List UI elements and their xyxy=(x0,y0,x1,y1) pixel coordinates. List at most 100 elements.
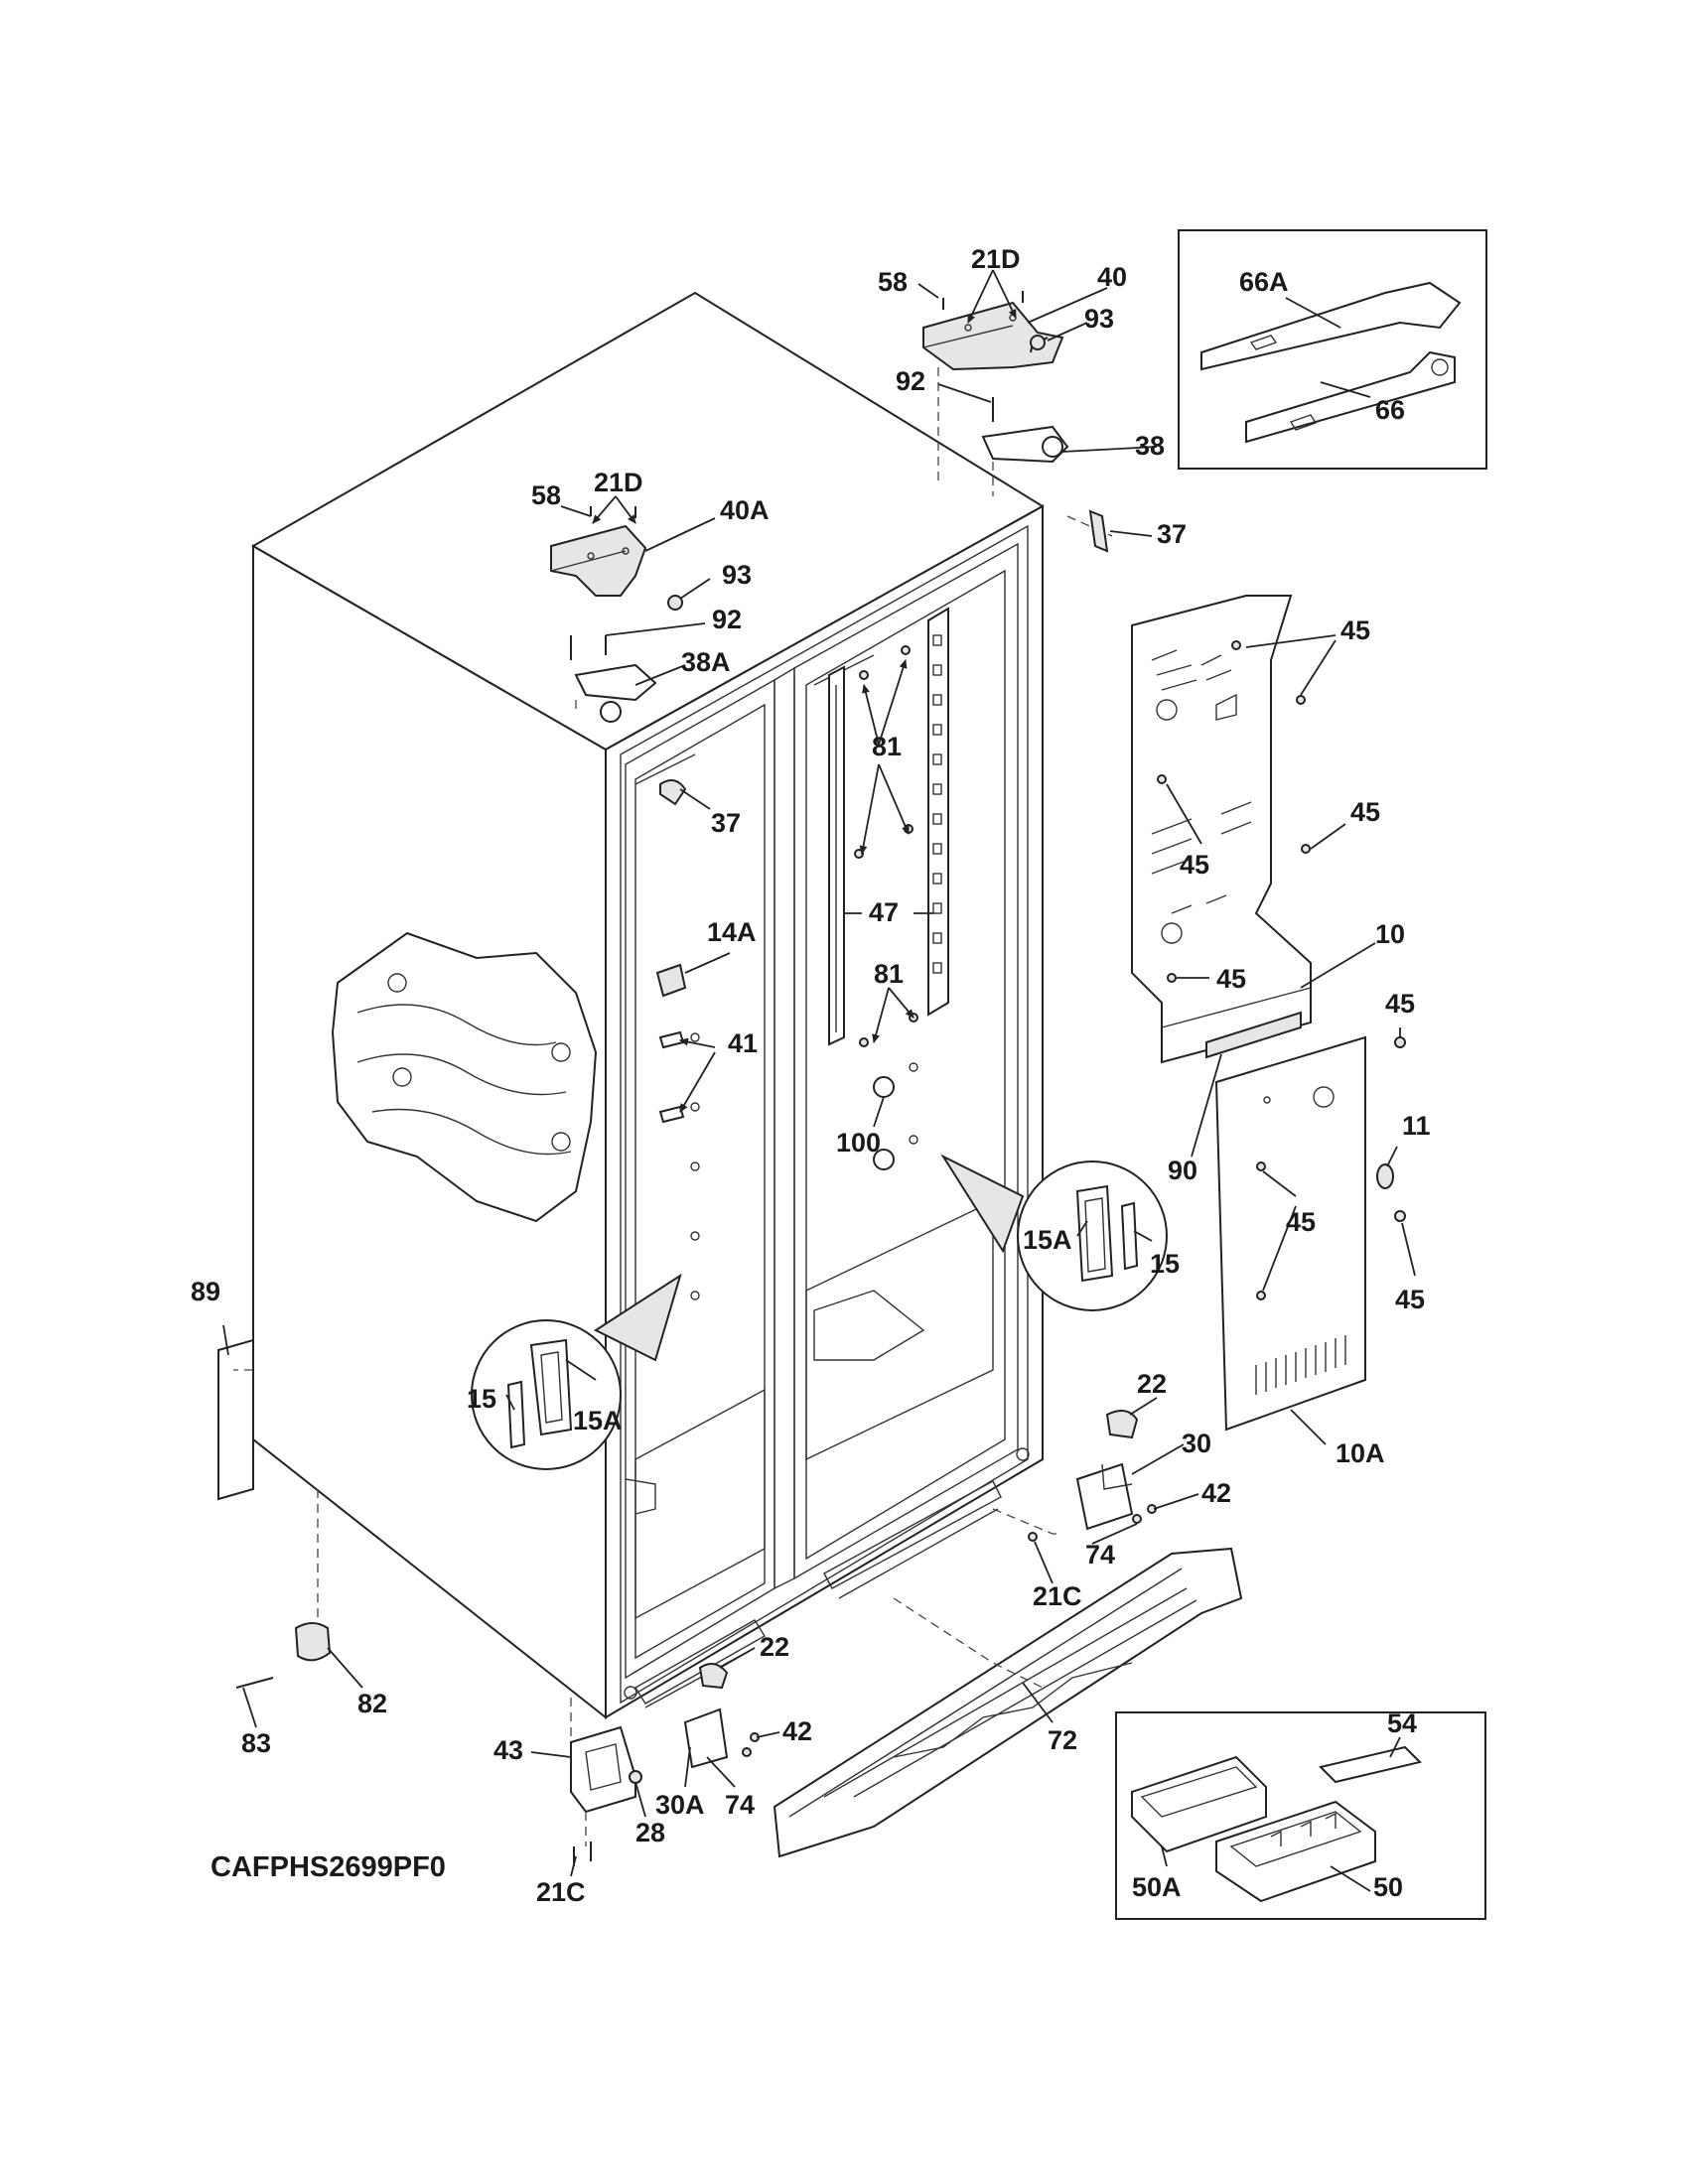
callout-leaders xyxy=(222,269,1416,1892)
door-stop-37-left xyxy=(659,779,687,806)
center-mullion xyxy=(774,666,795,1590)
label-11: 11 xyxy=(1402,1111,1431,1141)
label-15-left: 15 xyxy=(467,1384,496,1414)
cabinet xyxy=(250,291,1045,1720)
label-66: 66 xyxy=(1375,395,1405,425)
label-45-a: 45 xyxy=(1340,615,1370,645)
label-14a: 14A xyxy=(707,917,757,947)
label-30a: 30A xyxy=(655,1790,705,1820)
pin-100-upper xyxy=(873,1076,895,1098)
label-15a-right: 15A xyxy=(1023,1225,1072,1255)
rear-bracket-89 xyxy=(217,1338,254,1501)
pin-100-lower xyxy=(873,1149,895,1170)
screw-21c-right xyxy=(1028,1532,1038,1542)
label-72: 72 xyxy=(1048,1725,1077,1755)
rear-machine-cover-10 xyxy=(1131,595,1312,1064)
label-47: 47 xyxy=(869,897,899,927)
hinge-30a xyxy=(683,1707,729,1769)
light-switch-14a xyxy=(655,963,687,998)
label-45-c: 45 xyxy=(1180,850,1209,880)
hinge-pin-93a xyxy=(667,595,683,611)
label-50a: 50A xyxy=(1132,1872,1182,1902)
top-hinge-fresh-food xyxy=(922,291,1069,464)
label-89: 89 xyxy=(191,1277,220,1306)
label-21d-top: 21D xyxy=(971,244,1021,274)
model-code-label: CAFPHS2699PF0 xyxy=(211,1851,446,1883)
label-15a-left: 15A xyxy=(573,1406,623,1435)
label-58-top: 58 xyxy=(878,267,908,297)
pin-41-lower xyxy=(658,1105,685,1124)
label-38a: 38A xyxy=(681,647,731,677)
screws-45 xyxy=(1157,640,1406,1300)
label-90: 90 xyxy=(1168,1156,1197,1185)
strip-54 xyxy=(1319,1745,1422,1784)
hinge-cover-40 xyxy=(922,301,1064,371)
label-42-right: 42 xyxy=(1201,1478,1231,1508)
leveler-28 xyxy=(629,1770,642,1784)
label-40a: 40A xyxy=(720,495,770,525)
seal-strip-90 xyxy=(1205,1011,1302,1059)
label-50: 50 xyxy=(1373,1872,1403,1902)
hinge-bushing-22-right xyxy=(1105,1410,1139,1439)
label-45-d: 45 xyxy=(1216,964,1246,994)
label-92-top: 92 xyxy=(896,366,925,396)
screws-21c-bottom xyxy=(573,1842,592,1866)
label-41: 41 xyxy=(728,1028,758,1058)
hinge-38a xyxy=(574,663,657,702)
label-93-top: 93 xyxy=(1084,304,1114,334)
label-81-a: 81 xyxy=(872,732,902,761)
roller-82 xyxy=(294,1622,332,1662)
label-58-left: 58 xyxy=(531,480,561,510)
detail-magnifier-right xyxy=(940,1154,1168,1311)
hinge-bushing-22-left xyxy=(698,1663,729,1690)
label-45-b: 45 xyxy=(1350,797,1380,827)
label-21d-left: 21D xyxy=(594,468,643,497)
side-panel-texture-cutaway xyxy=(331,931,598,1223)
label-100: 100 xyxy=(836,1128,881,1158)
door-stop-37-top xyxy=(1088,509,1109,553)
label-22-bottom: 22 xyxy=(760,1632,789,1662)
label-45-f: 45 xyxy=(1286,1207,1316,1237)
label-22-right: 22 xyxy=(1137,1369,1167,1399)
label-15-right: 15 xyxy=(1150,1249,1180,1279)
label-37-top: 37 xyxy=(1157,519,1187,549)
label-10: 10 xyxy=(1375,919,1405,949)
top-hinge-freezer xyxy=(550,506,683,723)
screw-83 xyxy=(235,1677,274,1689)
label-42-bottom: 42 xyxy=(782,1716,812,1746)
hinge-pin-93 xyxy=(1030,335,1046,350)
bottom-hinge-right xyxy=(1075,1410,1157,1531)
label-38: 38 xyxy=(1135,431,1165,461)
label-21c-right: 21C xyxy=(1033,1581,1082,1611)
label-37-left: 37 xyxy=(711,808,741,838)
label-10a: 10A xyxy=(1336,1438,1385,1468)
plug-11 xyxy=(1376,1163,1394,1189)
bottom-hinge-left xyxy=(683,1663,760,1769)
label-81-b: 81 xyxy=(874,959,904,989)
hinge-cover-40a xyxy=(550,524,647,597)
label-43: 43 xyxy=(493,1735,523,1765)
label-45-e: 45 xyxy=(1385,989,1415,1019)
toe-grille-72 xyxy=(773,1547,1243,1858)
inset-electrical-boxes xyxy=(1115,1711,1486,1920)
label-21c-bottom: 21C xyxy=(536,1877,586,1907)
label-74-right: 74 xyxy=(1085,1540,1115,1570)
label-30: 30 xyxy=(1182,1429,1211,1458)
label-83: 83 xyxy=(241,1728,271,1758)
hinge-30 xyxy=(1075,1462,1134,1531)
label-93-left: 93 xyxy=(722,560,752,590)
label-54: 54 xyxy=(1387,1708,1417,1738)
inset-hinge-shims xyxy=(1178,229,1487,470)
label-82: 82 xyxy=(357,1689,387,1718)
label-45-g: 45 xyxy=(1395,1285,1425,1314)
label-92-left: 92 xyxy=(712,605,742,634)
label-74-bottom: 74 xyxy=(725,1790,755,1820)
label-66a: 66A xyxy=(1239,267,1289,297)
callout-labels: 21D 58 40 93 92 38 37 66A 66 58 21D 40A … xyxy=(191,244,1431,1907)
freezer-shelf-holes xyxy=(690,1032,700,1300)
label-28: 28 xyxy=(635,1818,665,1847)
leveler-bracket-43 xyxy=(570,1725,642,1814)
label-40: 40 xyxy=(1097,262,1127,292)
compressor-cover-10a xyxy=(1214,1035,1366,1432)
